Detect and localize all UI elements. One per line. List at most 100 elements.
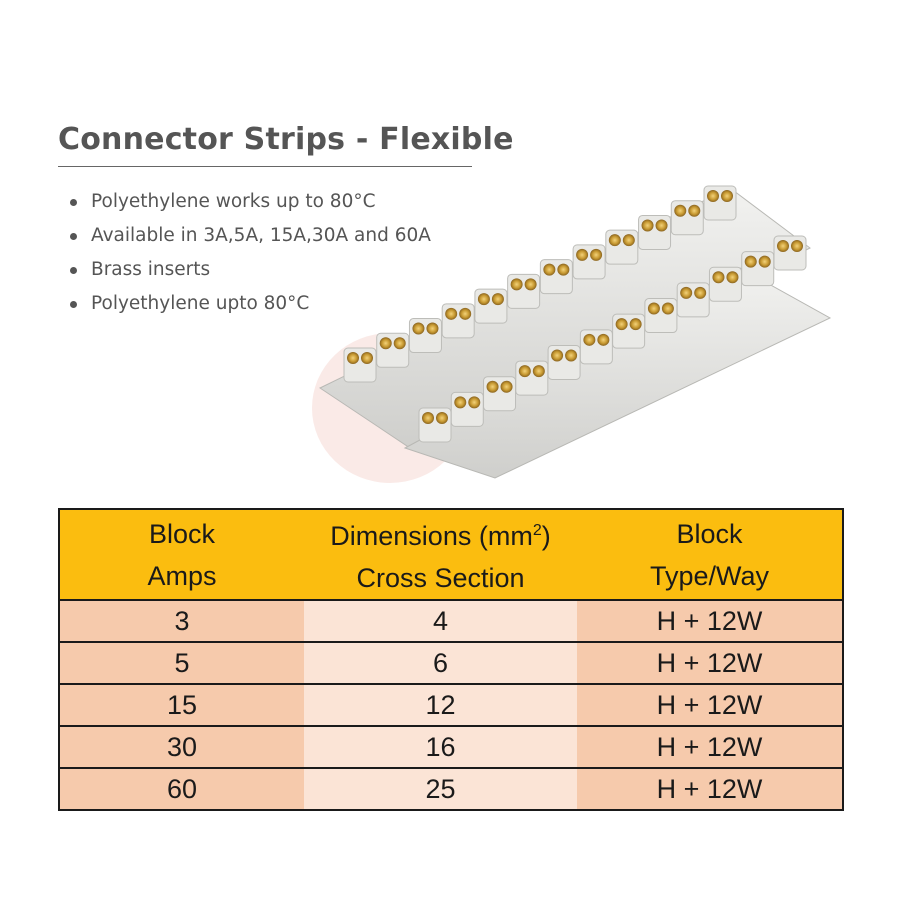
header-text: Dimensions (mm	[330, 521, 533, 551]
brass-screw-icon	[518, 365, 531, 378]
brass-screw-icon	[361, 352, 373, 364]
header-line: Type/Way	[649, 560, 770, 591]
brass-screw-icon	[565, 349, 578, 362]
header-text: )	[541, 521, 551, 551]
terminal-block	[773, 235, 807, 271]
terminal-block	[741, 251, 775, 287]
bullet-icon	[70, 267, 77, 274]
bullet-icon	[70, 301, 77, 308]
superscript: 2	[532, 522, 542, 539]
cell-cross-section: 6	[304, 641, 577, 684]
header-block-amps: Block Amps	[58, 508, 304, 600]
brass-screw-icon	[597, 333, 610, 346]
brass-screw-icon	[459, 307, 472, 320]
terminal-block	[450, 391, 484, 427]
brass-screw-icon	[622, 234, 635, 247]
cell-cross-section: 16	[304, 725, 577, 768]
brass-screw-icon	[744, 255, 757, 268]
brass-screw-icon	[721, 190, 733, 202]
page-title: Connector Strips - Flexible	[58, 122, 514, 157]
cell-type-way: H + 12W	[577, 767, 844, 811]
brass-screw-icon	[486, 380, 499, 393]
title-underline	[58, 166, 472, 167]
feature-item: Brass inserts	[70, 256, 431, 290]
terminal-block	[572, 244, 606, 280]
feature-item: Polyethylene works up to 80°C	[70, 188, 431, 222]
brass-screw-icon	[629, 318, 642, 331]
feature-text: Available in 3A,5A, 15A,30A and 60A	[91, 225, 431, 246]
brass-screw-icon	[608, 234, 621, 247]
spec-table: Block Amps Dimensions (mm2) Cross Sectio…	[58, 508, 844, 811]
brass-screw-icon	[393, 337, 406, 350]
cell-amps: 30	[58, 725, 304, 768]
brass-screw-icon	[688, 204, 701, 217]
terminal-block	[547, 344, 581, 380]
brass-screw-icon	[426, 322, 439, 335]
terminal-block	[515, 360, 549, 396]
terminal-block	[408, 318, 442, 354]
feature-item: Available in 3A,5A, 15A,30A and 60A	[70, 222, 431, 256]
brass-screw-icon	[543, 263, 556, 276]
brass-screw-icon	[436, 412, 448, 424]
table-header-row: Block Amps Dimensions (mm2) Cross Sectio…	[58, 508, 844, 600]
cell-type-way: H + 12W	[577, 599, 844, 642]
brass-screw-icon	[454, 396, 467, 409]
feature-list: Polyethylene works up to 80°C Available …	[70, 188, 431, 324]
terminal-block	[474, 288, 508, 324]
connector-strips-image	[312, 185, 832, 483]
feature-text: Brass inserts	[91, 259, 211, 280]
brass-screw-icon	[583, 333, 596, 346]
table-row: 60 25 H + 12W	[58, 767, 844, 811]
terminal-block	[644, 298, 678, 334]
cell-type-way: H + 12W	[577, 683, 844, 726]
brass-screw-icon	[477, 293, 490, 306]
terminal-block	[579, 329, 613, 365]
table-row: 30 16 H + 12W	[58, 725, 844, 768]
table-row: 5 6 H + 12W	[58, 641, 844, 684]
brass-screw-icon	[468, 396, 481, 409]
brass-screw-icon	[551, 349, 564, 362]
cell-amps: 15	[58, 683, 304, 726]
brass-screw-icon	[510, 278, 523, 291]
brass-screw-icon	[347, 352, 359, 364]
terminal-block	[670, 200, 704, 236]
header-line: Amps	[147, 560, 217, 591]
feature-text: Polyethylene works up to 80°C	[91, 191, 376, 212]
cell-type-way: H + 12W	[577, 725, 844, 768]
bullet-icon	[70, 233, 77, 240]
header-block-type: Block Type/Way	[577, 508, 844, 600]
brass-screw-icon	[412, 322, 425, 335]
header-dimensions: Dimensions (mm2) Cross Section	[304, 508, 577, 600]
brass-screw-icon	[532, 365, 545, 378]
feature-text: Polyethylene upto 80°C	[91, 293, 310, 314]
brass-screw-icon	[641, 219, 654, 232]
brass-screw-icon	[674, 204, 687, 217]
brass-screw-icon	[726, 271, 739, 284]
cell-cross-section: 12	[304, 683, 577, 726]
brass-screw-icon	[655, 219, 668, 232]
brass-screw-icon	[491, 293, 504, 306]
cell-cross-section: 4	[304, 599, 577, 642]
brass-screw-icon	[647, 302, 660, 315]
terminal-block	[343, 347, 377, 383]
feature-item: Polyethylene upto 80°C	[70, 290, 431, 324]
terminal-block	[638, 214, 672, 250]
terminal-block	[708, 266, 742, 302]
brass-screw-icon	[791, 240, 803, 252]
brass-screw-icon	[758, 255, 771, 268]
terminal-block	[441, 303, 475, 339]
brass-screw-icon	[694, 286, 707, 299]
brass-screw-icon	[680, 286, 693, 299]
brass-screw-icon	[557, 263, 570, 276]
brass-screw-icon	[707, 190, 719, 202]
brass-screw-icon	[524, 278, 537, 291]
brass-screw-icon	[379, 337, 392, 350]
brass-screw-icon	[712, 271, 725, 284]
header-line: Block	[148, 518, 216, 549]
brass-screw-icon	[661, 302, 674, 315]
brass-screw-icon	[500, 380, 513, 393]
brass-screw-icon	[590, 248, 603, 261]
table-row: 3 4 H + 12W	[58, 599, 844, 642]
header-line: Cross Section	[356, 563, 525, 593]
terminal-block	[483, 376, 517, 412]
